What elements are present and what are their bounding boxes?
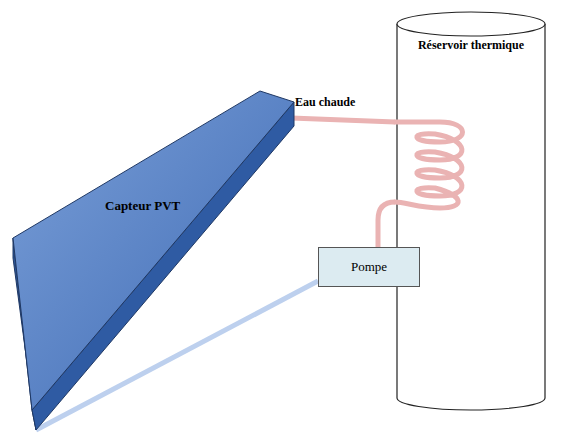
water-pipe xyxy=(378,202,395,247)
pvt-collector-slab xyxy=(10,88,298,434)
node-label: Réservoir thermique xyxy=(395,38,547,53)
heat-exchanger-coil xyxy=(395,122,463,208)
pipe-line xyxy=(291,118,395,122)
pvt-collector: Capteur PVT xyxy=(10,88,298,434)
tank-body xyxy=(397,24,545,410)
node-label: Capteur PVT xyxy=(105,198,180,214)
tank-top xyxy=(397,12,545,36)
pipe-line xyxy=(378,202,395,247)
tank-cylinder xyxy=(395,10,547,412)
node-label: Pompe xyxy=(351,259,387,275)
slab-top-face xyxy=(13,91,294,410)
pump-box: Pompe xyxy=(318,247,420,287)
water-pipe xyxy=(291,118,395,122)
thermal-tank: Réservoir thermique xyxy=(395,10,547,412)
pipe-label: Eau chaude xyxy=(295,95,355,110)
